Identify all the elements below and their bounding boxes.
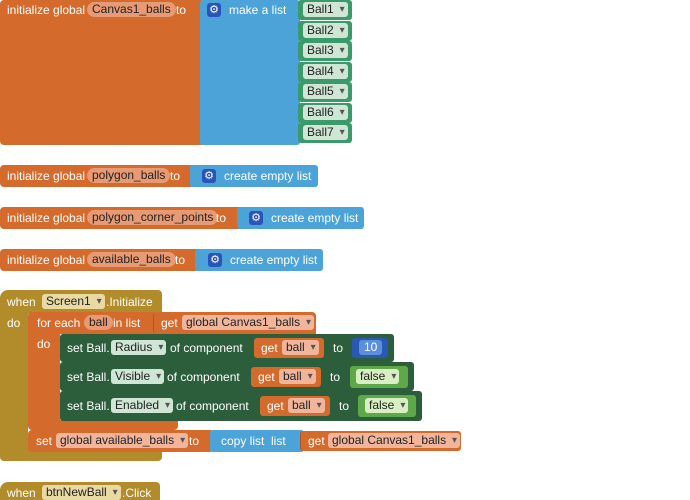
event-name-click: .Click <box>122 486 152 500</box>
in-list-label: in list <box>113 316 141 330</box>
for-each-do-bar <box>28 333 60 423</box>
init-global-label: initialize global <box>7 169 86 183</box>
ball-dropdown[interactable]: Ball1 <box>303 2 348 17</box>
ball-dropdown[interactable]: Ball7 <box>303 125 348 140</box>
of-component-label: of component <box>170 341 243 355</box>
component-dropdown-screen1[interactable]: Screen1 <box>42 294 105 309</box>
gear-icon[interactable]: ⚙ <box>207 3 221 17</box>
of-component-label: of component <box>176 399 249 413</box>
to-label: to <box>216 211 227 225</box>
get-var-dropdown[interactable]: global Canvas1_balls <box>182 315 315 330</box>
get-label: get <box>161 316 178 330</box>
var-name-canvas1-balls[interactable]: Canvas1_balls <box>87 2 176 17</box>
property-dropdown-radius[interactable]: Radius <box>111 340 167 355</box>
set-ball-label: set Ball. <box>67 370 110 384</box>
get-ball-dropdown[interactable]: ball <box>288 398 325 413</box>
create-empty-list-label: create empty list <box>271 211 359 225</box>
create-empty-list-label: create empty list <box>230 253 318 267</box>
component-dropdown-btnnewball[interactable]: btnNewBall <box>42 485 121 500</box>
event-name-initialize: .Initialize <box>106 295 153 309</box>
set-label: set <box>36 434 53 448</box>
get-ball-dropdown[interactable]: ball <box>282 340 319 355</box>
set-ball-label: set Ball. <box>67 341 110 355</box>
copy-list-block[interactable] <box>210 430 304 452</box>
make-a-list-block[interactable] <box>200 0 300 145</box>
to-label: to <box>330 370 341 384</box>
get-var-dropdown[interactable]: global Canvas1_balls <box>328 433 461 448</box>
do-label: do <box>7 316 21 330</box>
gear-icon[interactable]: ⚙ <box>202 169 216 183</box>
get-label: get <box>258 370 275 384</box>
create-empty-list-label: create empty list <box>224 169 312 183</box>
var-name-polygon-balls[interactable]: polygon_balls <box>87 168 171 183</box>
for-each-bottom-bar <box>28 420 178 430</box>
when-label: when <box>7 295 36 309</box>
init-canvas1-balls-block[interactable] <box>0 0 205 145</box>
to-label: to <box>189 434 200 448</box>
var-name-polygon-corner-points[interactable]: polygon_corner_points <box>87 210 219 225</box>
var-name-available-balls[interactable]: available_balls <box>87 252 176 267</box>
ball-dropdown[interactable]: Ball4 <box>303 64 348 79</box>
init-global-label: initialize global <box>7 3 86 17</box>
for-each-label: for each <box>37 316 81 330</box>
to-label: to <box>333 341 344 355</box>
of-component-label: of component <box>167 370 240 384</box>
to-label: to <box>175 253 186 267</box>
ball-dropdown[interactable]: Ball2 <box>303 23 348 38</box>
gear-icon[interactable]: ⚙ <box>249 211 263 225</box>
property-dropdown-visible[interactable]: Visible <box>111 369 165 384</box>
set-ball-label: set Ball. <box>67 399 110 413</box>
list-label: list <box>271 434 286 448</box>
boolean-dropdown-false[interactable]: false <box>365 398 409 413</box>
get-ball-dropdown[interactable]: ball <box>279 369 316 384</box>
set-var-dropdown[interactable]: global available_balls <box>56 433 189 448</box>
ball-dropdown[interactable]: Ball5 <box>303 84 348 99</box>
gear-icon[interactable]: ⚙ <box>208 253 222 267</box>
get-label: get <box>261 341 278 355</box>
create-empty-list-block[interactable] <box>237 207 364 229</box>
ball-dropdown[interactable]: Ball6 <box>303 105 348 120</box>
event-do-bar <box>0 312 28 447</box>
init-global-label: initialize global <box>7 253 86 267</box>
property-dropdown-enabled[interactable]: Enabled <box>111 398 174 413</box>
boolean-dropdown-false[interactable]: false <box>356 369 400 384</box>
to-label: to <box>170 169 181 183</box>
init-global-label: initialize global <box>7 211 86 225</box>
to-label: to <box>176 3 187 17</box>
create-empty-list-block[interactable] <box>195 249 323 271</box>
radius-value[interactable]: 10 <box>359 340 383 355</box>
create-empty-list-block[interactable] <box>190 165 318 187</box>
do-label-inner: do <box>37 337 51 351</box>
make-a-list-label: make a list <box>229 3 287 17</box>
to-label: to <box>339 399 350 413</box>
loop-var-ball[interactable]: ball <box>84 315 113 330</box>
when-label: when <box>7 486 36 500</box>
ball-dropdown[interactable]: Ball3 <box>303 43 348 58</box>
get-label: get <box>308 434 325 448</box>
copy-list-label: copy list <box>221 434 265 448</box>
get-label: get <box>267 399 284 413</box>
